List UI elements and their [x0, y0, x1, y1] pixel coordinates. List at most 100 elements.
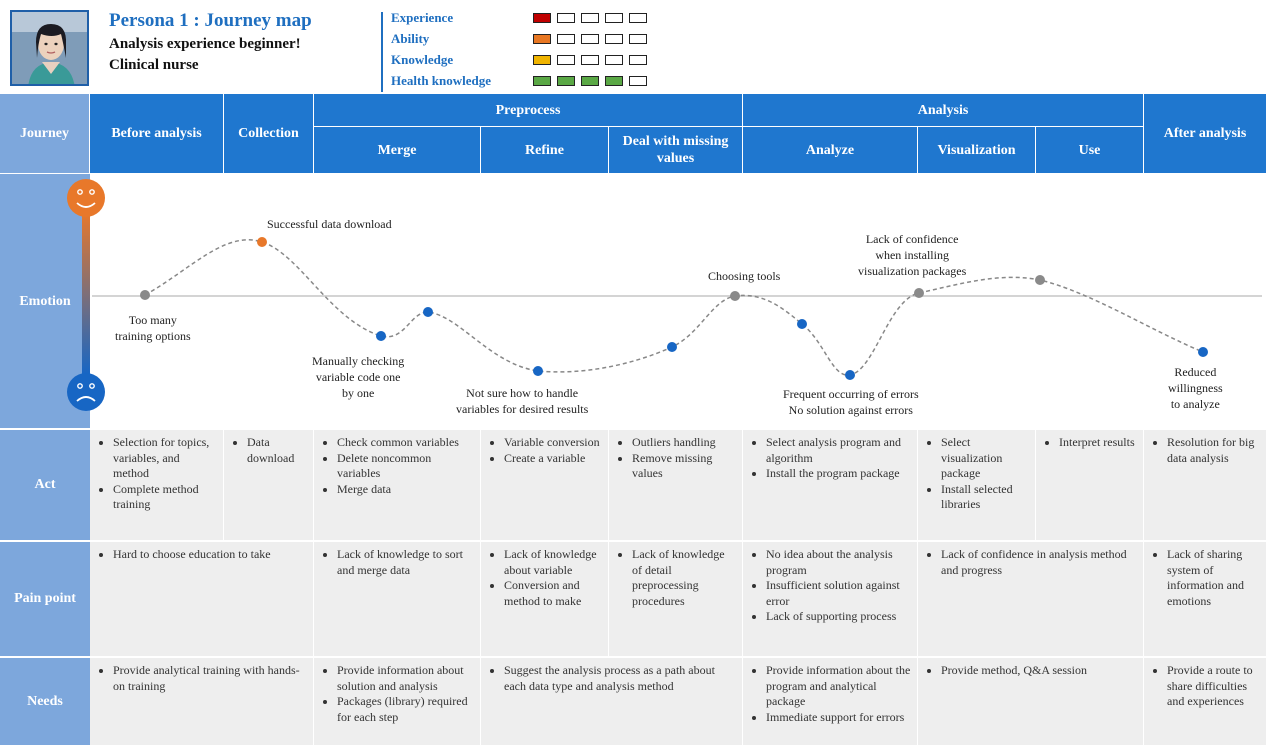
avatar [10, 10, 89, 86]
act-analyze: Select analysis program and algorithmIns… [743, 430, 918, 542]
skill-label: Health knowledge [391, 73, 492, 88]
level-box [533, 13, 551, 23]
emotion-area [90, 174, 1266, 430]
stage-before-analysis: Before analysis [90, 94, 224, 174]
journey-label: Journey [0, 94, 90, 174]
bullet-item: Data download [247, 435, 307, 466]
needs-visualization: Provide method, Q&A session [918, 658, 1144, 745]
skill-label: Experience [391, 10, 454, 25]
emotion-label-manual-check: Manually checking variable code one by o… [312, 354, 405, 400]
bullet-item: Lack of supporting process [766, 609, 911, 625]
emotion-curve [144, 239, 1204, 376]
bullet-item: Conversion and method to make [504, 578, 602, 609]
row-label-act: Act [0, 430, 90, 542]
emotion-point [845, 370, 855, 380]
bullet-item: Provide method, Q&A session [941, 663, 1137, 679]
bullet-item: Lack of sharing system of information an… [1167, 547, 1260, 609]
pain-refine: Lack of knowledge about variableConversi… [481, 542, 609, 658]
act-missing: Outliers handlingRemove missing values [609, 430, 743, 542]
persona-subtitle: Analysis experience beginner! [109, 36, 301, 52]
row-label-pain-point: Pain point [0, 542, 90, 658]
emotion-label-variables: Not sure how to handle variables for des… [456, 386, 589, 416]
bullet-item: Create a variable [504, 451, 602, 467]
level-box [605, 76, 623, 86]
emotion-label-download: Successful data download [267, 217, 392, 231]
level-box [533, 76, 551, 86]
stage-visualization: Visualization [918, 127, 1036, 174]
level-box [581, 34, 599, 44]
level-box [581, 13, 599, 23]
bullet-item: Check common variables [337, 435, 474, 451]
level-box [557, 76, 575, 86]
bullet-item: Complete method training [113, 482, 217, 513]
bullet-item: Lack of confidence in analysis method an… [941, 547, 1137, 578]
stage-analyze: Analyze [743, 127, 918, 174]
level-box [557, 55, 575, 65]
emotion-point [797, 319, 807, 329]
row-label-needs: Needs [0, 658, 90, 745]
bullet-item: Lack of knowledge to sort and merge data [337, 547, 474, 578]
level-box [533, 34, 551, 44]
emotion-point [1035, 275, 1045, 285]
act-visualization: Select visualization packageInstall sele… [918, 430, 1036, 542]
bullet-item: Install the program package [766, 466, 911, 482]
pain-analyze: No idea about the analysis programInsuff… [743, 542, 918, 658]
stage-analysis: Analysis [743, 94, 1144, 127]
pain-visualization: Lack of confidence in analysis method an… [918, 542, 1144, 658]
stage-use: Use [1036, 127, 1144, 174]
needs-before: Provide analytical training with hands-o… [90, 658, 314, 745]
skill-level-boxes [533, 13, 647, 23]
stage-merge: Merge [314, 127, 481, 174]
act-before: Selection for topics, variables, and met… [90, 430, 224, 542]
skill-level-boxes [533, 55, 647, 65]
stage-collection: Collection [224, 94, 314, 174]
level-box [581, 55, 599, 65]
bullet-item: Provide analytical training with hands-o… [113, 663, 307, 694]
persona-header: Persona 1 : Journey map Analysis experie… [0, 0, 1266, 94]
act-collection: Data download [224, 430, 314, 542]
level-box [581, 76, 599, 86]
needs-merge: Provide information about solution and a… [314, 658, 481, 745]
emotion-point [376, 331, 386, 341]
level-box [557, 13, 575, 23]
emotion-point [914, 288, 924, 298]
bullet-item: Immediate support for errors [766, 710, 911, 726]
pain-before: Hard to choose education to take [90, 542, 314, 658]
journey-map-grid: Journey Before analysis Collection Prepr… [0, 94, 1266, 745]
skill-level-boxes [533, 76, 647, 86]
persona-role: Clinical nurse [109, 57, 199, 73]
needs-after: Provide a route to share difficulties an… [1144, 658, 1266, 745]
needs-analyze: Provide information about the program an… [743, 658, 918, 745]
bullet-item: Select visualization package [941, 435, 1029, 482]
bullet-item: Outliers handling [632, 435, 736, 451]
emotion-point [1198, 347, 1208, 357]
bullet-item: Resolution for big data analysis [1167, 435, 1260, 466]
act-after: Resolution for big data analysis [1144, 430, 1266, 542]
level-box [629, 34, 647, 44]
emotion-label-willingness: Reduced willingness to analyze [1168, 365, 1223, 411]
emotion-scale-bar [82, 212, 90, 374]
emotion-point [533, 366, 543, 376]
bullet-item: Remove missing values [632, 451, 736, 482]
stage-after-analysis: After analysis [1144, 94, 1266, 174]
level-box [629, 13, 647, 23]
bullet-item: Suggest the analysis process as a path a… [504, 663, 736, 694]
level-box [533, 55, 551, 65]
pain-after: Lack of sharing system of information an… [1144, 542, 1266, 658]
stage-preprocess: Preprocess [314, 94, 743, 127]
bullet-item: Provide information about the program an… [766, 663, 911, 710]
act-use: Interpret results [1036, 430, 1144, 542]
level-box [629, 55, 647, 65]
bullet-item: Insufficient solution against error [766, 578, 911, 609]
stage-refine: Refine [481, 127, 609, 174]
emotion-point [667, 342, 677, 352]
skill-level-boxes [533, 34, 647, 44]
persona-title: Persona 1 : Journey map [109, 10, 312, 31]
level-box [605, 55, 623, 65]
emotion-point [140, 290, 150, 300]
bullet-item: Provide a route to share difficulties an… [1167, 663, 1260, 710]
skill-label: Ability [391, 31, 430, 46]
header-divider [381, 12, 383, 92]
needs-preprocess: Suggest the analysis process as a path a… [481, 658, 743, 745]
level-box [605, 34, 623, 44]
